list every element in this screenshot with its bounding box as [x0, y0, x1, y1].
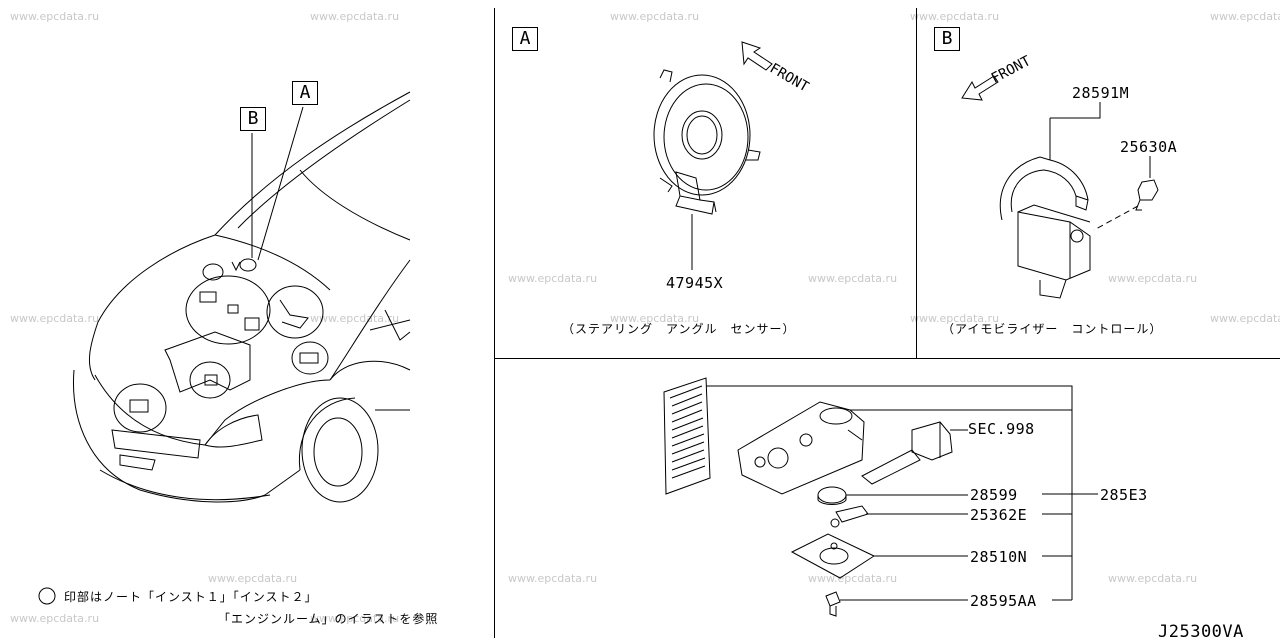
- panel-divider-horizontal: [494, 358, 1280, 359]
- panel-b-caption: （アイモビライザー コントロール）: [942, 322, 1163, 336]
- callout-box-a: A: [292, 81, 318, 105]
- watermark-text: www.epcdata.ru: [508, 272, 598, 285]
- panel-a-label: A: [512, 27, 538, 51]
- part-number-28595aa: 28595AA: [970, 592, 1037, 610]
- note-line-1: 印部はノート「インスト１」「インスト２」: [64, 590, 318, 604]
- watermark-text: www.epcdata.ru: [1210, 312, 1280, 325]
- watermark-text: www.epcdata.ru: [610, 312, 700, 325]
- panel-b-label: B: [934, 27, 960, 51]
- watermark-text: www.epcdata.ru: [10, 612, 100, 625]
- watermark-text: www.epcdata.ru: [310, 10, 400, 23]
- vehicle-overview-illustration: [38, 91, 411, 605]
- watermark-text: www.epcdata.ru: [310, 612, 400, 625]
- part-number-28599: 28599: [970, 486, 1018, 504]
- watermark-text: www.epcdata.ru: [910, 10, 1000, 23]
- watermark-text: www.epcdata.ru: [808, 572, 898, 585]
- watermark-text: www.epcdata.ru: [208, 572, 298, 585]
- panel-a-caption: （ステアリング アングル センサー）: [562, 322, 796, 336]
- watermark-text: www.epcdata.ru: [808, 272, 898, 285]
- part-number-28510n: 28510N: [970, 548, 1028, 566]
- note-line-2: 「エンジンルーム」のイラストを参照: [218, 612, 439, 626]
- part-number-28591m: 28591M: [1072, 84, 1130, 102]
- part-number-285e3: 285E3: [1100, 486, 1148, 504]
- watermark-text: www.epcdata.ru: [10, 10, 100, 23]
- part-number-25630a: 25630A: [1120, 138, 1178, 156]
- part-number-47945x: 47945X: [666, 274, 724, 292]
- diagram-code: J25300VA: [1158, 622, 1244, 642]
- panel-divider-vertical-right: [916, 8, 917, 358]
- watermark-text: www.epcdata.ru: [310, 312, 400, 325]
- watermark-text: www.epcdata.ru: [1108, 272, 1198, 285]
- callout-box-b: B: [240, 107, 266, 131]
- watermark-text: www.epcdata.ru: [508, 572, 598, 585]
- watermark-text: www.epcdata.ru: [10, 312, 100, 325]
- part-number-sec998: SEC.998: [968, 420, 1035, 438]
- watermark-text: www.epcdata.ru: [1108, 572, 1198, 585]
- part-number-25362e: 25362E: [970, 506, 1028, 524]
- watermark-text: www.epcdata.ru: [910, 312, 1000, 325]
- watermark-text: www.epcdata.ru: [1210, 10, 1280, 23]
- panel-divider-vertical-left: [494, 8, 495, 638]
- watermark-text: www.epcdata.ru: [610, 10, 700, 23]
